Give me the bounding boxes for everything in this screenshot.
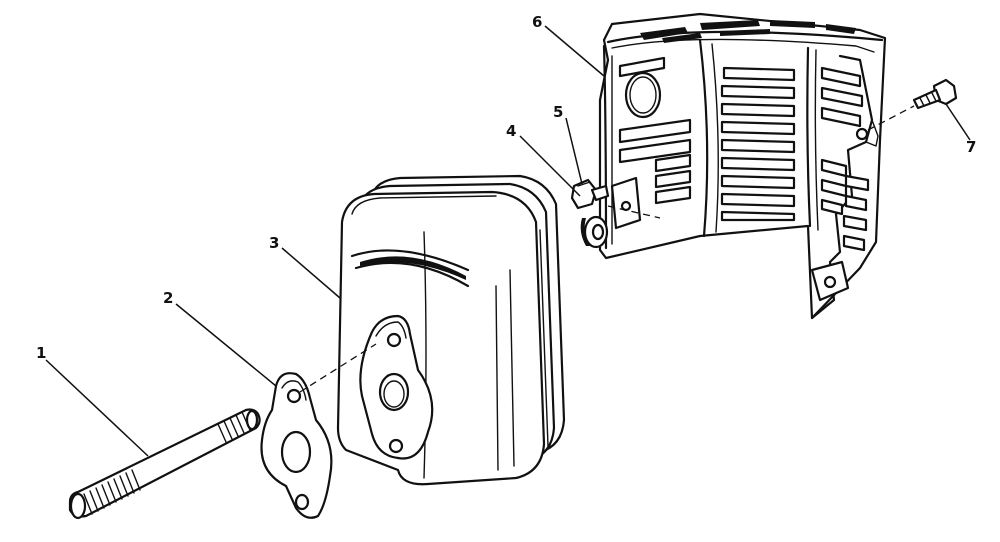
gasket [260, 372, 333, 519]
muffler [336, 174, 566, 486]
callout-3: 3 [269, 234, 279, 252]
screw-7 [912, 78, 958, 110]
callout-2: 2 [163, 289, 173, 307]
screw-5 [570, 178, 610, 210]
top-slots [640, 20, 856, 43]
stud [68, 408, 261, 520]
stud-threads-left [83, 469, 141, 515]
assembly-lines [299, 105, 915, 393]
center-panel-slots [720, 66, 796, 222]
left-panel-slots [618, 56, 692, 205]
leader-lines [45, 25, 971, 457]
callout-7: 7 [966, 138, 976, 156]
callout-5: 5 [553, 103, 563, 121]
washer-4 [580, 215, 609, 249]
callout-6: 6 [532, 13, 542, 31]
heat-shield [598, 12, 887, 320]
right-panel-slots [820, 66, 870, 252]
callouts: 1 2 3 4 5 6 7 [36, 13, 976, 362]
callout-4: 4 [506, 122, 516, 140]
callout-1: 1 [36, 344, 46, 362]
stud-threads-right [217, 411, 251, 443]
